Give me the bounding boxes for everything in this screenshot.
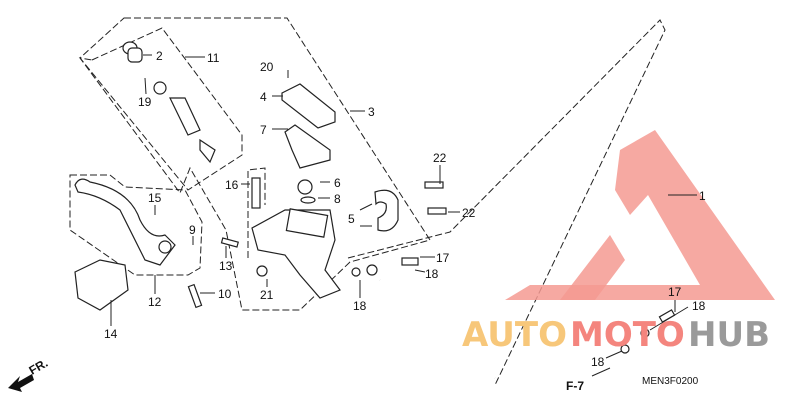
brake-hose (379, 59, 670, 379)
callout-18c: 18 (692, 299, 706, 313)
callout-16: 16 (225, 178, 239, 192)
callout-12: 12 (148, 295, 162, 309)
group-outline-3 (79, 17, 431, 311)
lever-cover (74, 259, 129, 311)
piston-set (122, 41, 216, 164)
leader-lines (110, 54, 697, 377)
callout-22a: 22 (433, 151, 447, 165)
callout-17a: 17 (436, 251, 450, 265)
master-cylinder-body (251, 208, 341, 299)
watermark-logo: AUTO MOTO HUB (462, 130, 775, 355)
front-label: FR. (27, 356, 51, 378)
callout-10: 10 (218, 287, 232, 301)
callout-21: 21 (260, 288, 274, 302)
callout-11: 11 (207, 51, 220, 65)
callout-13: 13 (219, 259, 233, 273)
callout-19: 19 (138, 95, 152, 109)
watermark-moto: MOTO (570, 315, 685, 355)
front-direction-arrow: FR. (8, 356, 50, 392)
holder (374, 189, 399, 232)
callout-14: 14 (104, 327, 118, 341)
callout-20: 20 (260, 60, 274, 74)
callout-15: 15 (148, 191, 162, 205)
brake-lever (74, 178, 176, 266)
group-outline-assembly (247, 167, 266, 258)
callout-17b: 17 (668, 285, 682, 299)
reservoir-cap (281, 83, 336, 129)
watermark-auto: AUTO (462, 315, 567, 355)
drawing-code: MEN3F0200 (642, 376, 699, 387)
callout-4: 4 (260, 90, 267, 104)
reference-f7: F-7 (566, 379, 584, 393)
callout-1: 1 (699, 189, 706, 203)
callout-8: 8 (334, 192, 341, 206)
diaphragm (284, 124, 331, 169)
group-outline-hose (347, 19, 666, 386)
callout-18d: 18 (591, 355, 605, 369)
watermark-hub: HUB (688, 315, 770, 355)
callout-18a: 18 (425, 267, 439, 281)
callout-5: 5 (348, 212, 355, 226)
callout-2: 2 (156, 49, 163, 63)
group-outline-11 (78, 27, 243, 191)
callout-3: 3 (368, 105, 375, 119)
bolts (187, 177, 676, 354)
callouts: 2 11 19 20 4 3 7 16 6 8 5 22 22 15 9 13 … (104, 49, 706, 369)
callout-22b: 22 (462, 206, 476, 220)
callout-9: 9 (189, 223, 196, 237)
callout-6: 6 (334, 176, 341, 190)
callout-7: 7 (260, 123, 267, 137)
callout-18b: 18 (353, 299, 367, 313)
